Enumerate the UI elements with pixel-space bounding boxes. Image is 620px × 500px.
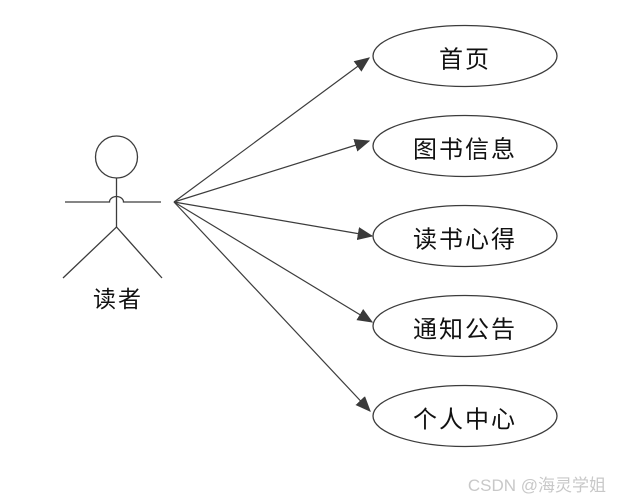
actor-legs <box>62 226 163 279</box>
association-reading-notes <box>173 201 374 240</box>
association-announcements <box>173 201 374 323</box>
usecase-ellipse-personal-center <box>372 384 558 448</box>
association-home <box>173 57 371 203</box>
association-book-info <box>173 139 371 203</box>
usecase-label-reading-notes: 读书心得 <box>413 227 517 254</box>
usecase-label-announcements: 通知公告 <box>413 317 517 344</box>
usecase-ellipse-home <box>372 24 558 88</box>
association-personal-center <box>173 201 371 412</box>
usecase-ellipse-reading-notes <box>372 204 558 268</box>
usecase-label-book-info: 图书信息 <box>413 137 517 164</box>
actor-head <box>94 135 139 179</box>
watermark-text: CSDN @海灵学姐 <box>467 476 606 495</box>
usecase-label-personal-center: 个人中心 <box>413 407 517 434</box>
usecase-label-home: 首页 <box>439 47 491 74</box>
actor-arms <box>65 195 161 203</box>
use-case-ellipses <box>372 24 558 448</box>
association-arrows <box>173 57 374 412</box>
usecase-ellipse-book-info <box>372 114 558 178</box>
actor-figure <box>62 135 163 279</box>
actor-label: 读者 <box>93 287 143 312</box>
usecase-ellipse-announcements <box>372 294 558 358</box>
